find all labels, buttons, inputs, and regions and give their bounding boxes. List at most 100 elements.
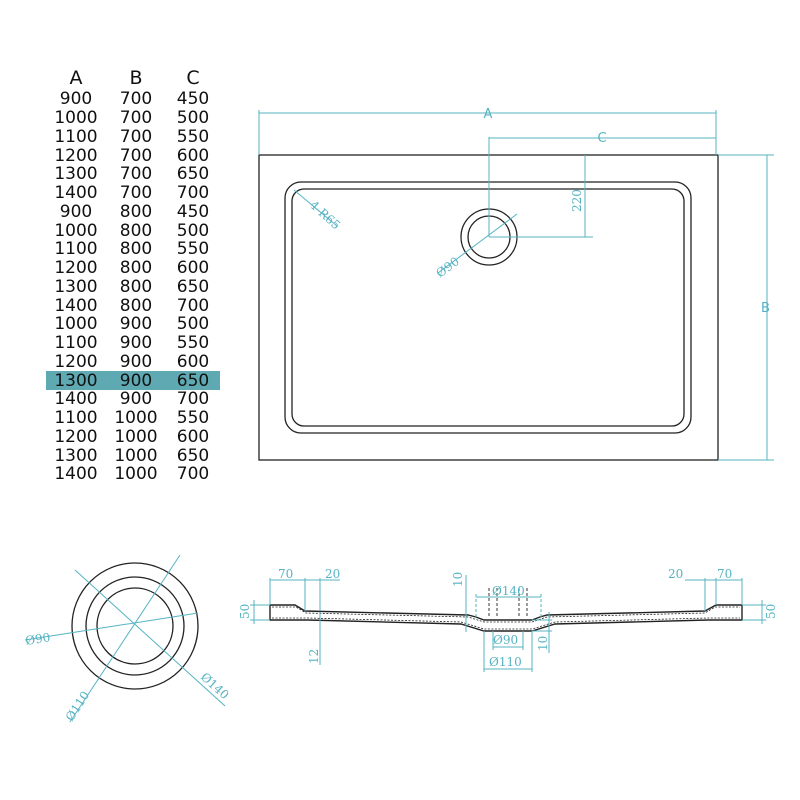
tray-rim-outer xyxy=(284,181,692,434)
label-c: C xyxy=(597,131,606,146)
cell-c: 550 xyxy=(176,333,210,354)
header-a: A xyxy=(69,67,83,89)
cell-a: 1100 xyxy=(54,126,98,147)
table-row: 1400 1000 700 xyxy=(46,464,220,485)
cell-c: 500 xyxy=(176,220,210,241)
cell-c: 450 xyxy=(176,89,210,110)
cell-c: 600 xyxy=(176,145,210,166)
label-corner-radius: 4-R65 xyxy=(307,198,343,232)
cell-b: 1000 xyxy=(114,408,158,429)
label-70-right: 70 xyxy=(717,567,732,581)
label-drain-d110: Ø110 xyxy=(63,689,93,724)
label-10-bottom: 10 xyxy=(536,636,550,651)
label-12: 12 xyxy=(307,649,321,664)
label-220: 220 xyxy=(570,189,584,212)
cell-a: 1100 xyxy=(54,333,98,354)
cell-b: 1000 xyxy=(114,445,158,466)
drain-ring-outer xyxy=(71,562,199,690)
table-row: 1200 700 600 xyxy=(46,145,220,166)
header-c: C xyxy=(186,67,200,89)
corner-leader xyxy=(293,189,338,227)
drain-ring-mid xyxy=(85,576,185,676)
cell-a: 1400 xyxy=(54,389,98,410)
label-d140: Ø140 xyxy=(492,584,525,598)
label-20-right: 20 xyxy=(668,567,683,581)
label-d110: Ø110 xyxy=(489,655,522,669)
table-row: 1400 800 700 xyxy=(46,295,220,316)
drain-ring-inner xyxy=(96,587,174,665)
cell-b: 1000 xyxy=(114,464,158,485)
cell-a: 1000 xyxy=(54,220,98,241)
cell-a: 1400 xyxy=(54,464,98,485)
label-20-left: 20 xyxy=(325,567,340,581)
cell-c: 550 xyxy=(176,239,210,260)
cell-c: 700 xyxy=(176,183,210,204)
cell-b: 900 xyxy=(119,351,153,372)
cell-c: 600 xyxy=(176,258,210,279)
label-d90: Ø90 xyxy=(493,633,518,647)
table-row: 1400 700 700 xyxy=(46,183,220,204)
cell-c: 650 xyxy=(176,445,210,466)
table-header-row: A B C xyxy=(46,66,220,90)
drain-detail-view: Ø90 Ø110 Ø140 xyxy=(24,554,232,724)
label-50-left: 50 xyxy=(238,604,252,619)
drain-d90-leader xyxy=(24,612,199,641)
cell-c: 450 xyxy=(176,201,210,222)
cell-b: 900 xyxy=(119,314,153,335)
drain-d110-leader xyxy=(69,554,181,723)
cell-b: 800 xyxy=(119,258,153,279)
label-10-top: 10 xyxy=(451,572,465,587)
cell-b: 700 xyxy=(119,145,153,166)
cell-c: 700 xyxy=(176,389,210,410)
cell-c: 550 xyxy=(176,126,210,147)
cell-b: 800 xyxy=(119,295,153,316)
cell-a: 1400 xyxy=(54,183,98,204)
cell-b: 1000 xyxy=(114,426,158,447)
drain-leader xyxy=(437,213,518,274)
cell-c: 650 xyxy=(176,164,210,185)
cell-a: 1200 xyxy=(54,351,98,372)
cell-c: 500 xyxy=(176,108,210,129)
cell-c: 700 xyxy=(176,464,210,485)
cell-b: 900 xyxy=(119,333,153,354)
cell-a: 1000 xyxy=(54,314,98,335)
cell-a: 1200 xyxy=(54,145,98,166)
label-drain-d90: Ø90 xyxy=(24,630,51,648)
tray-rim-inner xyxy=(291,188,685,427)
cell-a: 1200 xyxy=(54,426,98,447)
label-b: B xyxy=(761,301,770,316)
cell-a: 1000 xyxy=(54,108,98,129)
cell-a: 1400 xyxy=(54,295,98,316)
section-texture-top xyxy=(272,606,740,623)
cell-b: 700 xyxy=(119,89,153,110)
cell-c: 650 xyxy=(176,276,210,297)
cell-c: 600 xyxy=(176,426,210,447)
cell-b: 700 xyxy=(119,183,153,204)
cell-a: 1100 xyxy=(54,239,98,260)
table-row: 1200 1000 600 xyxy=(46,426,220,447)
cell-c: 500 xyxy=(176,314,210,335)
cell-b: 900 xyxy=(119,389,153,410)
table-row: 1000 900 500 xyxy=(46,314,220,335)
table-row: 1400 900 700 xyxy=(46,389,220,410)
header-b: B xyxy=(129,67,143,89)
cell-a: 1300 xyxy=(54,164,98,185)
cell-c: 700 xyxy=(176,295,210,316)
cell-b: 800 xyxy=(119,201,153,222)
section-profile xyxy=(269,604,743,632)
label-70-left: 70 xyxy=(278,567,293,581)
cell-c: 550 xyxy=(176,408,210,429)
